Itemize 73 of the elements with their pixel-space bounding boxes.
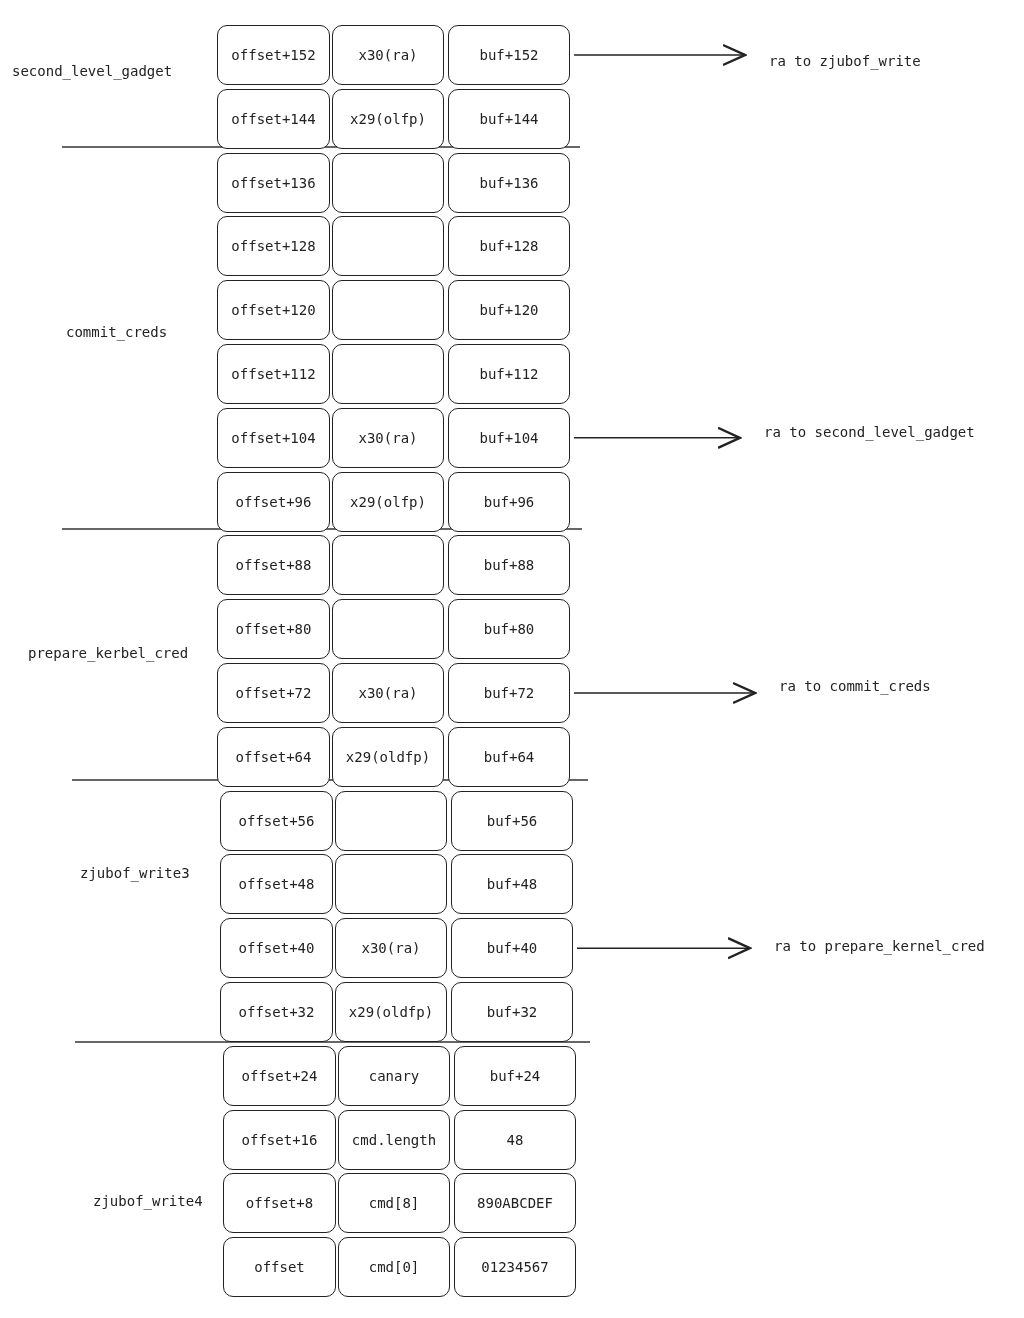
- stack-slot: canary: [338, 1045, 450, 1106]
- stack-slot: x30(ra): [335, 918, 447, 979]
- stack-slot: offset+24: [223, 1045, 336, 1106]
- stack-slot: buf+104: [448, 407, 570, 468]
- stack-slot: offset+32: [220, 982, 333, 1042]
- stack-slot: offset+88: [217, 535, 330, 596]
- stack-slot: x30(ra): [332, 663, 444, 723]
- stack-slot: buf+48: [451, 854, 573, 915]
- annotation-text: ra to second_level_gadget: [740, 420, 1000, 444]
- stack-slot: offset+16: [223, 1109, 336, 1170]
- stack-slot: buf+64: [448, 726, 570, 787]
- stack-slot: 890ABCDEF: [454, 1173, 576, 1234]
- stack-slot: buf+96: [448, 471, 570, 532]
- annotation-text: ra to prepare_kernel_cred: [750, 934, 1010, 958]
- stack-slot: offset+72: [217, 663, 330, 723]
- stack-slot: buf+88: [448, 535, 570, 596]
- stack-slot: buf+80: [448, 599, 570, 660]
- stack-slot: buf+128: [448, 216, 570, 277]
- stack-slot: offset+64: [217, 726, 330, 787]
- empty-stack-slot: [335, 790, 447, 851]
- stack-slot: 01234567: [454, 1237, 576, 1298]
- stack-slot: offset+80: [217, 599, 330, 660]
- stack-slot: cmd.length: [338, 1109, 450, 1170]
- empty-stack-slot: [332, 535, 444, 596]
- frame-label: prepare_kerbel_cred: [28, 645, 189, 661]
- stack-slot: offset+152: [217, 25, 330, 85]
- frame-label: second_level_gadget: [12, 63, 173, 79]
- stack-slot: x30(ra): [332, 407, 444, 468]
- stack-slot: offset+128: [217, 216, 330, 277]
- stack-slot: cmd[8]: [338, 1173, 450, 1234]
- stack-slot: offset+136: [217, 152, 330, 213]
- stack-slot: x30(ra): [332, 25, 444, 85]
- stack-slot: offset+144: [217, 88, 330, 149]
- stack-slot: buf+72: [448, 663, 570, 723]
- stack-slot: offset+56: [220, 790, 333, 851]
- stack-slot: buf+24: [454, 1045, 576, 1106]
- stack-slot: offset+96: [217, 471, 330, 532]
- stack-slot: buf+40: [451, 918, 573, 979]
- stack-slot: buf+112: [448, 344, 570, 404]
- frame-label: commit_creds: [66, 324, 168, 340]
- stack-slot: buf+144: [448, 88, 570, 149]
- empty-stack-slot: [332, 280, 444, 341]
- stack-slot: x29(olfp): [332, 471, 444, 532]
- stack-slot: offset+112: [217, 344, 330, 404]
- stack-slot: offset+120: [217, 280, 330, 341]
- arrow: [573, 426, 742, 449]
- arrow: [573, 681, 757, 705]
- empty-stack-slot: [332, 152, 444, 213]
- arrow: [573, 43, 747, 67]
- stack-slot: x29(oldfp): [332, 726, 444, 787]
- stack-slot: buf+56: [451, 790, 573, 851]
- stack-slot: 48: [454, 1109, 576, 1170]
- frame-label: zjubof_write4: [93, 1193, 203, 1209]
- stack-slot: buf+32: [451, 982, 573, 1042]
- stack-slot: offset+104: [217, 407, 330, 468]
- stack-slot: buf+120: [448, 280, 570, 341]
- arrow: [576, 937, 752, 960]
- stack-slot: x29(olfp): [332, 88, 444, 149]
- empty-stack-slot: [332, 216, 444, 277]
- stack-slot: offset+8: [223, 1173, 336, 1234]
- stack-slot: cmd[0]: [338, 1237, 450, 1298]
- empty-stack-slot: [332, 599, 444, 660]
- stack-slot: offset+48: [220, 854, 333, 915]
- empty-stack-slot: [332, 344, 444, 404]
- annotation-text: ra to commit_creds: [755, 674, 1015, 698]
- stack-slot: offset: [223, 1237, 336, 1298]
- stack-slot: offset+40: [220, 918, 333, 979]
- frame-label: zjubof_write3: [80, 865, 190, 881]
- stack-slot: buf+136: [448, 152, 570, 213]
- annotation-text: ra to zjubof_write: [745, 49, 1005, 73]
- empty-stack-slot: [335, 854, 447, 915]
- stack-slot: x29(oldfp): [335, 982, 447, 1042]
- stack-slot: buf+152: [448, 25, 570, 85]
